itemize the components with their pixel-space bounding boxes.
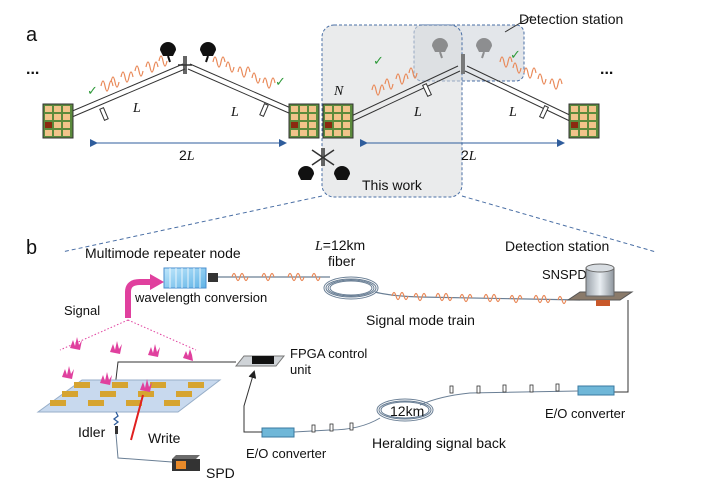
multimode-repeater-node-label: Multimode repeater node: [85, 245, 241, 261]
panel-b-label: b: [26, 237, 37, 259]
repeater-node-grid: [288, 103, 320, 139]
repeater-node-grid: [322, 103, 354, 139]
heralding-ticks: [311, 383, 560, 433]
photon-train-top: [218, 272, 330, 282]
detection-station-label-b: Detection station: [505, 238, 609, 254]
chip-pad: [112, 382, 128, 388]
panel-b: b Multimode repeater node L=12km fiber D…: [26, 237, 634, 481]
snspd-to-eo-cable: [614, 300, 629, 393]
idler-path: [112, 411, 173, 463]
signal-arrow-head: [150, 274, 164, 290]
write-beam: [130, 394, 144, 441]
L-label-2: L: [230, 105, 239, 120]
chip-pad: [176, 391, 192, 397]
detector-icons: [160, 38, 492, 180]
this-work-box: [321, 24, 463, 198]
N-label: N: [333, 84, 344, 99]
chip-pad: [100, 391, 116, 397]
zoom-line-right: [461, 195, 657, 253]
spd-detector: [172, 455, 200, 471]
twoL-label-right: 2L: [461, 147, 477, 164]
fiber-spool-top: [323, 276, 379, 300]
fpga-label-line2: unit: [290, 362, 311, 377]
repeater-nodes: [42, 103, 600, 139]
repeater-node-grid: [568, 103, 600, 139]
beamsplitter-top-left: [178, 56, 192, 74]
chip-pad: [164, 400, 180, 406]
detection-station-label: Detection station: [519, 11, 623, 27]
eo-to-fpga-cable: [243, 370, 262, 433]
fiber-links: [69, 63, 577, 124]
L-label-4: L: [508, 105, 517, 120]
check-mark-1: ✓: [87, 83, 98, 98]
detector-icon: [160, 42, 176, 63]
chip-pad: [74, 382, 90, 388]
signal-arrow: [125, 279, 152, 318]
chip-pad: [138, 391, 154, 397]
heralding-fiber: [293, 390, 579, 433]
chip-pad: [126, 400, 142, 406]
detector-icon: [334, 166, 350, 180]
signal-mode-train-label: Signal mode train: [366, 312, 475, 328]
ellipsis-right: ...: [600, 61, 613, 78]
spool-length-label: 12km: [390, 403, 424, 419]
chip-pad: [188, 382, 204, 388]
this-work-label: This work: [362, 177, 423, 193]
check-mark-3: ✓: [373, 53, 384, 68]
chip-pad: [62, 391, 78, 397]
fiber-length-label: L=12km: [314, 237, 365, 254]
chip-pads: [50, 382, 204, 406]
chip-pad: [150, 382, 166, 388]
chip-pad: [50, 400, 66, 406]
repeater-node-grid: [42, 103, 74, 139]
L-label-1: L: [132, 101, 141, 116]
signal-mode-train: [374, 291, 581, 305]
L-label-3: L: [413, 105, 422, 120]
wavelength-conversion-label: wavelength conversion: [134, 290, 267, 305]
eo-converter-left: [261, 427, 295, 438]
idler-label: Idler: [78, 424, 106, 440]
chip-pad: [88, 400, 104, 406]
detector-icon: [200, 42, 216, 63]
check-mark-2: ✓: [275, 74, 286, 89]
check-mark-4: ✓: [510, 47, 521, 62]
snspd-detector: [566, 263, 634, 306]
ellipsis-left: ...: [26, 61, 39, 78]
detector-icon: [476, 38, 492, 59]
twoL-label-left: 2L: [179, 147, 195, 164]
fiber-ticks: [99, 83, 550, 121]
beamsplitter-top-right: [461, 54, 465, 74]
panel-a-label: a: [26, 24, 38, 46]
spd-label: SPD: [206, 465, 235, 481]
zoom-line-left: [61, 195, 323, 253]
fiber-label: fiber: [328, 253, 356, 269]
eo-converter-right-label: E/O converter: [545, 406, 626, 421]
atomic-memory-chip: [36, 379, 222, 413]
signal-label: Signal: [64, 303, 100, 318]
wavelength-converter: [163, 267, 218, 289]
eo-converter-right: [577, 385, 615, 396]
snspd-label: SNSPD: [542, 267, 587, 282]
detector-icon: [432, 38, 448, 59]
fpga-control-unit: [234, 355, 286, 367]
beamsplitter-bottom: [311, 148, 335, 166]
photon-train-a: [100, 55, 563, 96]
emitted-photons: [62, 337, 193, 392]
heralding-signal-back-label: Heralding signal back: [372, 435, 507, 451]
detection-station-leader: [504, 15, 533, 33]
panel-a: a Detection station This work ... ...: [26, 11, 623, 198]
write-label: Write: [148, 430, 181, 446]
detector-icon: [298, 166, 314, 180]
fpga-label-line1: FPGA control: [290, 346, 367, 361]
eo-converter-left-label: E/O converter: [246, 446, 327, 461]
